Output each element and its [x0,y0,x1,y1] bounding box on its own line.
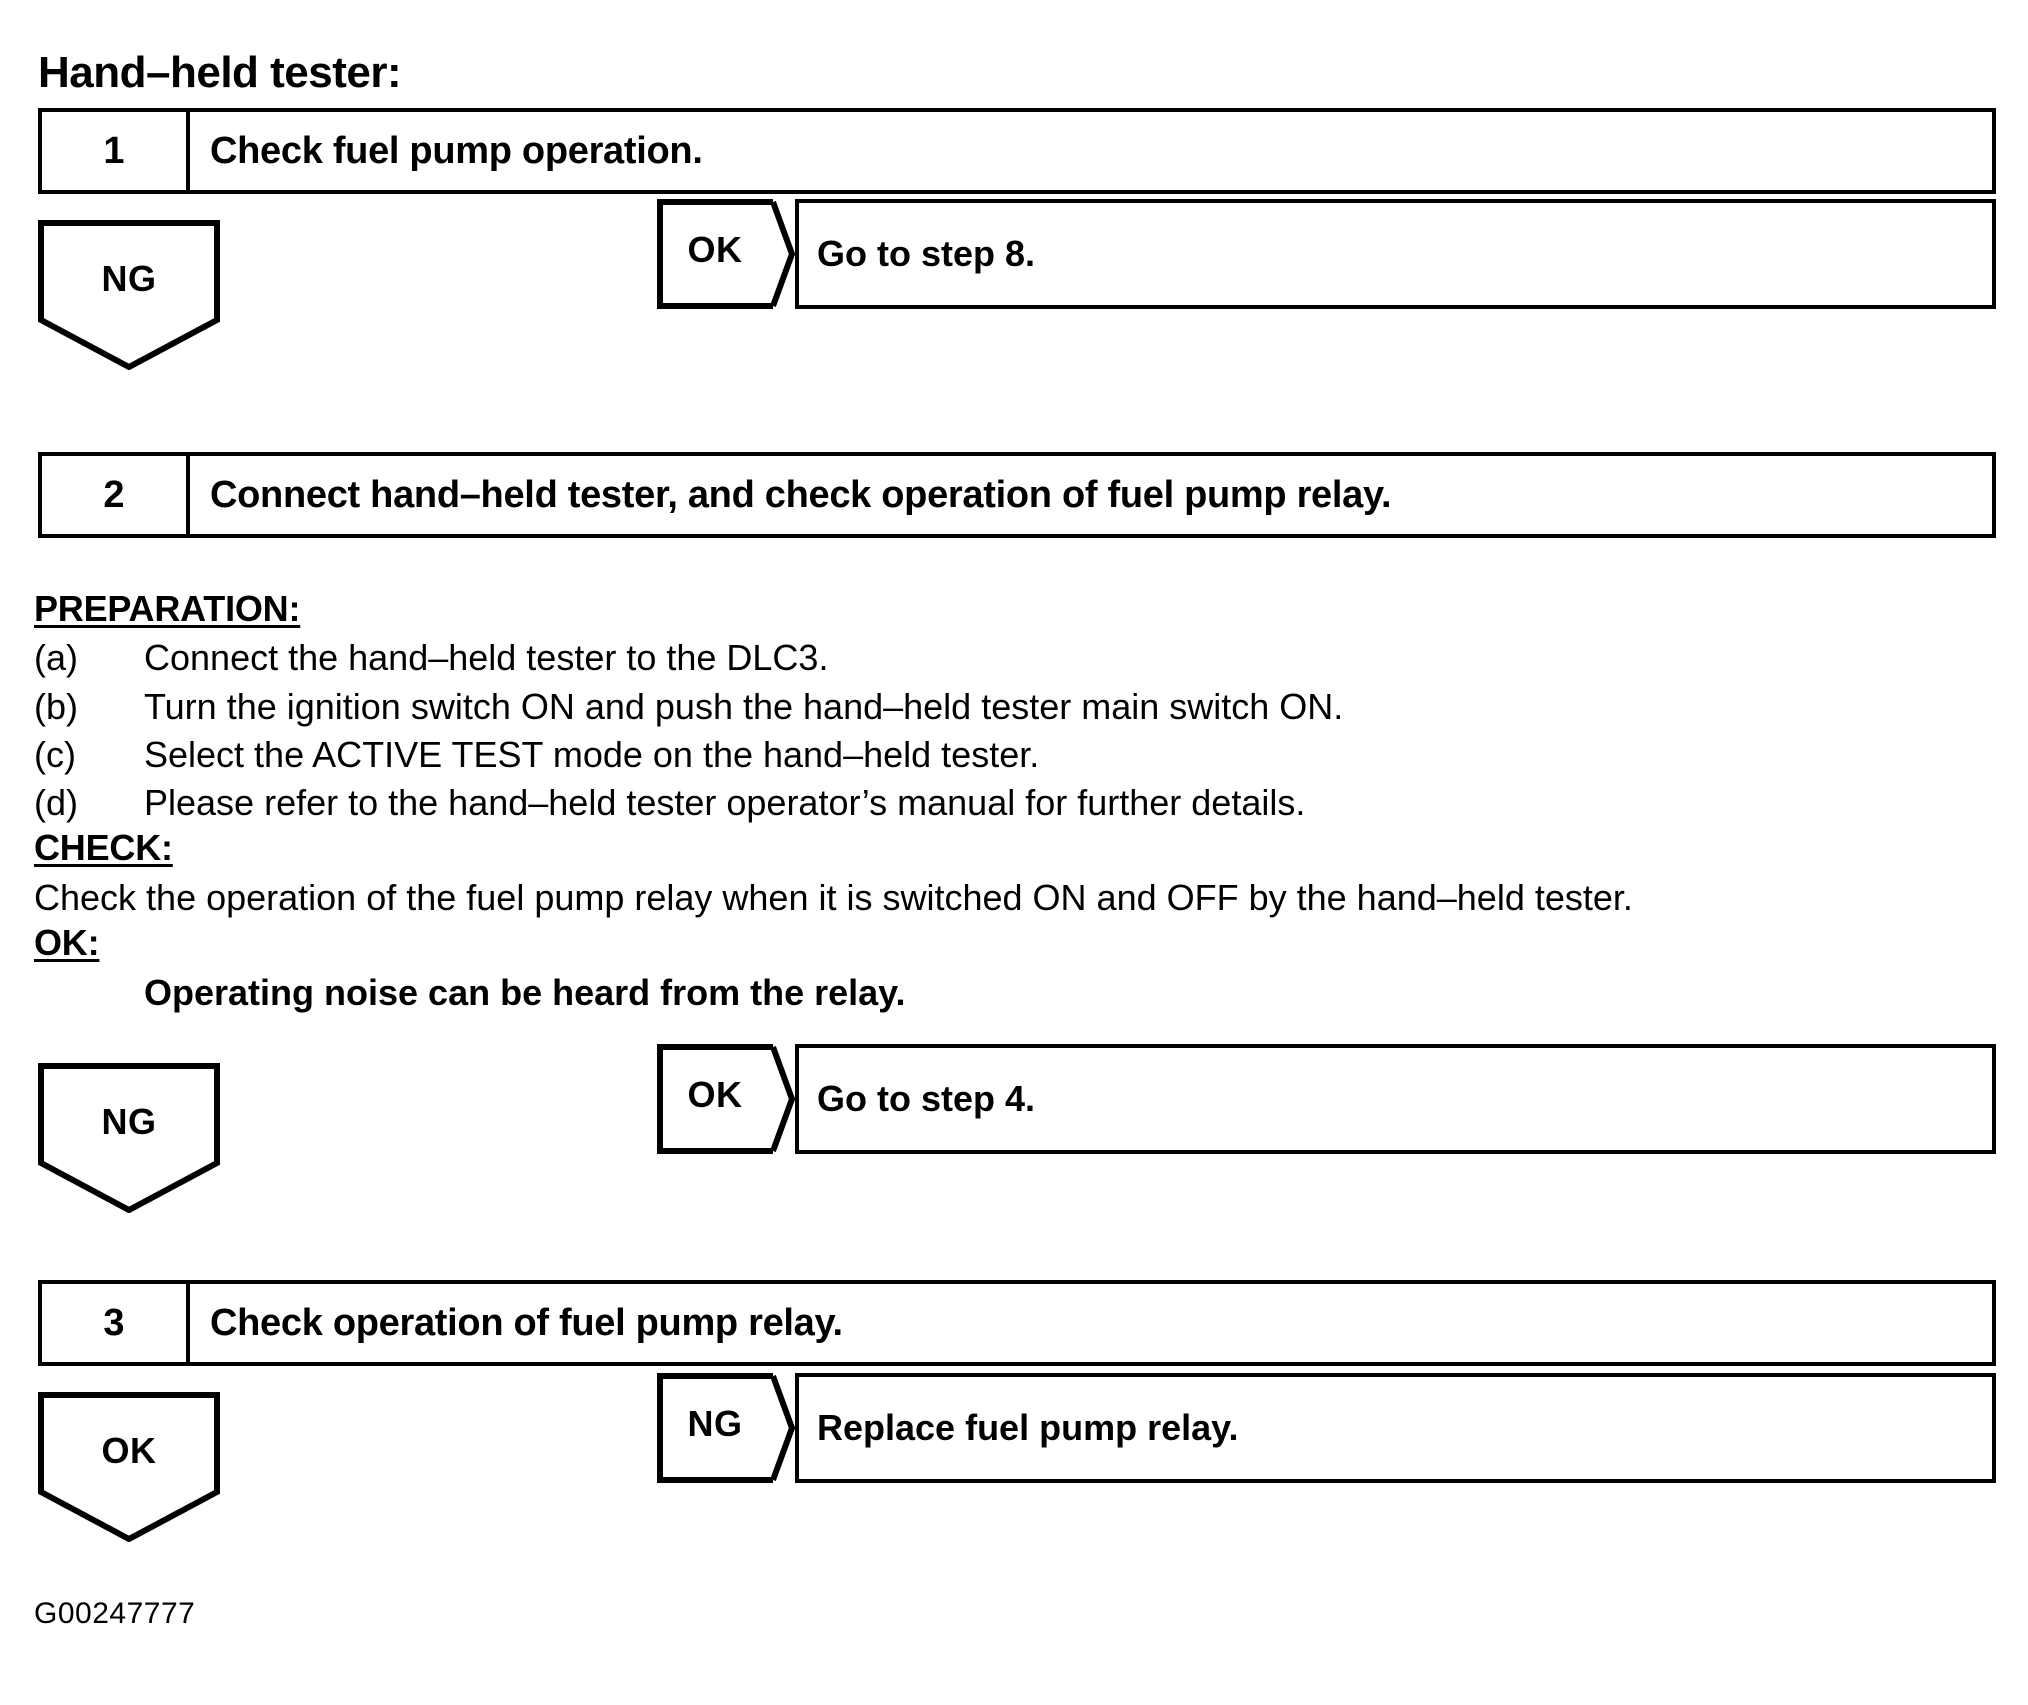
step-box-1: 1 Check fuel pump operation. [38,108,1996,194]
branch-result-1: Go to step 8. [795,199,1996,309]
branch-row-ng-3: NG Replace fuel pump relay. [657,1373,1996,1483]
branch-marker-ng-2: NG [38,1063,220,1213]
preparation-item-c-marker: (c) [34,733,76,775]
branch-marker-ng-1: NG [38,220,220,370]
figure-code-label: G00247777 [34,1597,196,1630]
step-number-3: 3 [42,1284,190,1362]
preparation-item-b: (b) Turn the ignition switch ON and push… [34,683,1994,731]
preparation-item-d: (d) Please refer to the hand–held tester… [34,779,1994,827]
right-chevron-icon [657,1044,796,1154]
step-number-1: 1 [42,112,190,190]
down-pentagon-icon [38,1063,220,1213]
preparation-item-a: (a) Connect the hand–held tester to the … [34,634,1994,682]
branch-result-2: Go to step 4. [795,1044,1996,1154]
preparation-item-a-text: Connect the hand–held tester to the DLC3… [144,637,829,679]
preparation-item-b-marker: (b) [34,685,78,727]
instructions-block: PREPARATION: (a) Connect the hand–held t… [34,588,1994,1017]
chevron-ok-1: OK [657,199,796,309]
chevron-ng-3: NG [657,1373,796,1483]
branch-marker-ng-1-label: NG [101,258,157,299]
chevron-ng-3-label: NG [687,1403,743,1444]
branch-marker-ok-3-label: OK [101,1430,157,1471]
step-text-2: Connect hand–held tester, and check oper… [210,473,1392,516]
branch-marker-ng-2-label: NG [101,1101,157,1142]
step-text-3: Check operation of fuel pump relay. [210,1301,843,1344]
check-text: Check the operation of the fuel pump rel… [34,876,1633,918]
check-heading: CHECK: [34,827,173,869]
down-pentagon-icon [38,220,220,370]
preparation-item-b-text: Turn the ignition switch ON and push the… [144,685,1344,727]
step-box-2: 2 Connect hand–held tester, and check op… [38,452,1996,538]
ok-heading: OK: [34,922,100,964]
branch-result-3: Replace fuel pump relay. [795,1373,1996,1483]
right-chevron-icon [657,199,796,309]
preparation-heading: PREPARATION: [34,588,301,629]
step-text-1: Check fuel pump operation. [210,129,703,172]
branch-row-ok-1: OK Go to step 8. [657,199,1996,309]
preparation-item-c-text: Select the ACTIVE TEST mode on the hand–… [144,733,1040,775]
chevron-ok-2: OK [657,1044,796,1154]
page-title: Hand–held tester: [38,48,402,97]
branch-marker-ok-3: OK [38,1392,220,1542]
ok-criteria-text: Operating noise can be heard from the re… [144,971,906,1013]
right-chevron-icon [657,1373,796,1483]
step-box-3: 3 Check operation of fuel pump relay. [38,1280,1996,1366]
preparation-item-d-marker: (d) [34,782,78,824]
preparation-item-a-marker: (a) [34,637,78,679]
preparation-item-c: (c) Select the ACTIVE TEST mode on the h… [34,731,1994,779]
chevron-ok-1-label: OK [687,229,743,270]
step-number-2: 2 [42,456,190,534]
branch-row-ok-2: OK Go to step 4. [657,1044,1996,1154]
down-pentagon-icon [38,1392,220,1542]
chevron-ok-2-label: OK [687,1074,743,1115]
preparation-item-d-text: Please refer to the hand–held tester ope… [144,782,1306,824]
